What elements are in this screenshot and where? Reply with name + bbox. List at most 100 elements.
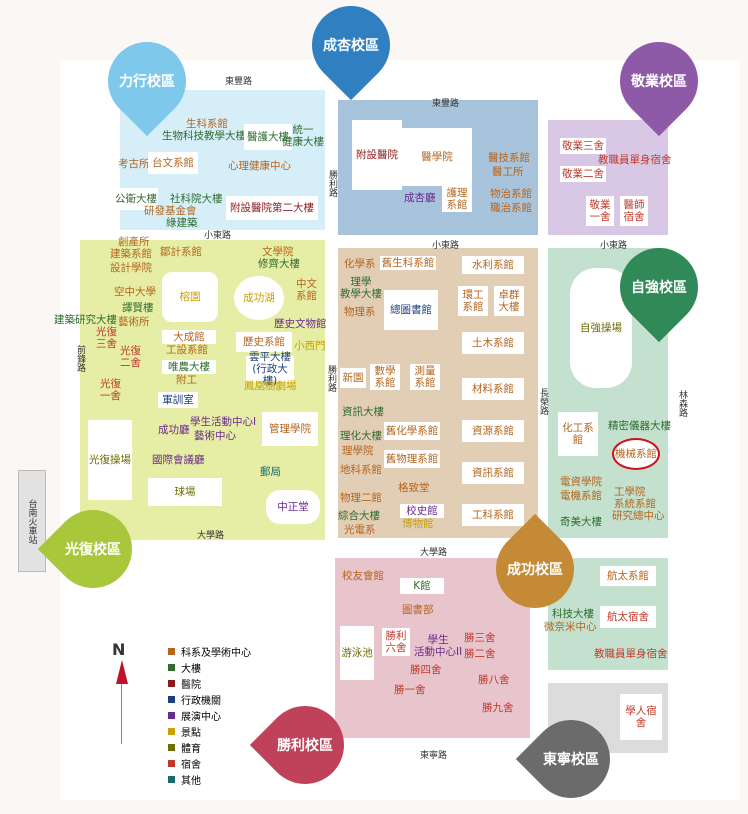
legend-label: 行政機關 — [181, 696, 221, 707]
building[interactable]: 資訊系館 — [462, 462, 524, 484]
building[interactable]: 測量 系館 — [410, 364, 440, 390]
building[interactable]: 雲平大樓 (行政大樓) — [246, 351, 294, 387]
building[interactable]: 資源系館 — [462, 420, 524, 442]
building[interactable]: 台文系館 — [148, 152, 198, 174]
building-label: 學生 活動中心II — [414, 634, 463, 658]
building[interactable]: 卓群 大樓 — [494, 286, 524, 316]
building[interactable]: 敬業三舍 — [560, 138, 606, 154]
road-label: 小東路 — [432, 241, 460, 251]
road-label: 勝利路 — [326, 365, 336, 392]
building[interactable]: 材料系館 — [462, 378, 524, 400]
legend-item: 醫院 — [168, 676, 201, 691]
building[interactable]: 水利系館 — [462, 256, 524, 274]
swimming-pool[interactable]: 游泳池 — [340, 626, 374, 680]
building-label: 物理二館 — [340, 492, 382, 504]
building-label: 心理健康中心 — [228, 160, 291, 172]
legend-label: 醫院 — [181, 680, 201, 691]
road-label: 東寧路 — [420, 751, 448, 761]
legend-item: 科系及學術中心 — [168, 644, 251, 659]
legend-label: 大樓 — [181, 664, 201, 675]
building[interactable]: 舊化學系館 — [384, 422, 440, 440]
building-label: 附工 — [176, 374, 197, 386]
building[interactable]: 數學 系館 — [370, 364, 400, 390]
building-label: 職治系館 — [490, 202, 532, 214]
building-label: 光復 三舍 — [96, 326, 117, 350]
building[interactable]: 公衛大樓 — [114, 188, 158, 210]
building[interactable]: 唯農大樓 — [162, 360, 216, 374]
campus-name: 東寧校區 — [543, 752, 599, 768]
building-label: 精密儀器大樓 — [608, 420, 671, 432]
campus-name: 光復校區 — [65, 542, 121, 558]
chenggong-lake[interactable]: 成功湖 — [234, 276, 284, 320]
building[interactable]: 護理 系館 — [442, 186, 472, 212]
building[interactable]: 舊生科系館 — [380, 256, 436, 270]
building-label: 勝二舍 — [464, 648, 496, 660]
building-label: 鳳凰樹劇場 — [244, 380, 297, 392]
building[interactable]: 管理學院 — [262, 412, 318, 446]
building-label: 勝一舍 — [394, 684, 426, 696]
building-label: 研發基金會 — [144, 205, 197, 217]
building[interactable]: 附設醫院 — [352, 120, 402, 190]
campus-name: 勝利校區 — [277, 738, 333, 754]
building-label: 學生活動中心I — [190, 416, 257, 428]
building[interactable]: 大成館 — [162, 330, 216, 344]
building[interactable]: 環工 系館 — [458, 286, 488, 316]
building[interactable]: 舊物理系館 — [384, 450, 440, 468]
building-label: 電機系館 — [560, 490, 602, 502]
legend-swatch — [168, 760, 175, 767]
building[interactable]: 醫學院 — [402, 128, 472, 186]
building[interactable]: 總圖書館 — [384, 290, 438, 330]
building[interactable]: 醫師 宿舍 — [620, 196, 648, 226]
guangfu-field[interactable]: 光復操場 — [88, 420, 132, 500]
building-label: 理化大樓 — [340, 430, 382, 442]
building-label: 成杏廳 — [404, 192, 436, 204]
building[interactable]: 附設醫院第二大樓 — [226, 196, 318, 220]
building[interactable]: 歷史系館 — [236, 332, 292, 352]
legend-swatch — [168, 648, 175, 655]
building[interactable]: 工科系館 — [462, 504, 524, 526]
building-label: 理學院 — [342, 445, 374, 457]
building-label: 工學院 — [614, 486, 646, 498]
building-label: 光復 二舍 — [120, 345, 141, 369]
legend-label: 景點 — [181, 728, 201, 739]
building[interactable]: 學人宿舍 — [620, 694, 662, 740]
legend-label: 展演中心 — [181, 712, 221, 723]
building[interactable]: 勝利 六舍 — [382, 628, 410, 656]
compass-line — [121, 684, 122, 744]
building[interactable]: 土木系館 — [462, 332, 524, 354]
building-label: 醫技系館 — [488, 152, 530, 164]
building[interactable]: 醫護大樓 — [244, 124, 292, 150]
campus-name: 成功校區 — [507, 562, 563, 578]
building-label: 藝術所 — [118, 316, 150, 328]
building-label: 化學系 — [344, 258, 376, 270]
building[interactable]: 機械系館 — [612, 438, 660, 470]
building-label: 圖書部 — [402, 604, 434, 616]
building[interactable]: K館 — [400, 578, 444, 594]
building[interactable]: 中正堂 — [266, 490, 320, 524]
building[interactable]: 航太宿舍 — [600, 606, 656, 628]
legend-swatch — [168, 728, 175, 735]
building-label: 建築系館 — [110, 248, 152, 260]
road-label: 長榮路 — [538, 388, 548, 415]
road-label: 東豐路 — [225, 77, 253, 87]
building-label: 藝術中心 — [194, 430, 236, 442]
building[interactable]: 校史館 — [400, 504, 444, 518]
building-label: 光電系 — [344, 524, 376, 536]
rong-garden[interactable]: 榕園 — [162, 272, 218, 322]
legend-swatch — [168, 712, 175, 719]
building-label: 郵局 — [260, 466, 281, 478]
building[interactable]: 敬業 一舍 — [586, 196, 614, 226]
building[interactable]: 航太系館 — [600, 566, 656, 586]
building[interactable]: 化工系館 — [558, 412, 598, 456]
ball-court[interactable]: 球場 — [148, 478, 222, 506]
legend-swatch — [168, 664, 175, 671]
campus-name: 敬業校區 — [631, 74, 687, 90]
building[interactable]: 新園 — [340, 368, 366, 388]
building[interactable]: 軍訓室 — [158, 392, 198, 408]
building-label: 研究總中心 — [612, 510, 665, 522]
building-label: 創產所 — [118, 236, 150, 248]
campus-name: 力行校區 — [119, 74, 175, 90]
tainan-station: 台南火車站 — [18, 470, 46, 572]
legend-label: 其他 — [181, 776, 201, 787]
building[interactable]: 敬業二舍 — [560, 166, 606, 182]
